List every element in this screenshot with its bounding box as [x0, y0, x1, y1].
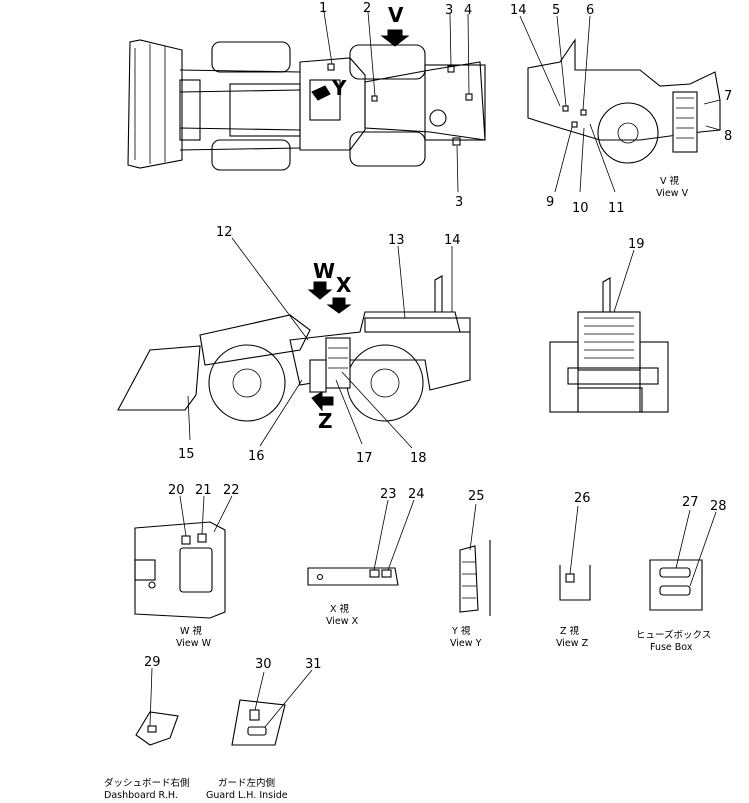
callout-18: 18 — [410, 451, 427, 466]
side-view-loader: W X Z 12 13 14 15 16 17 18 — [117, 225, 471, 466]
dashboard-caption-jp: ダッシュボード右側 — [104, 777, 190, 789]
callout-9: 9 — [546, 195, 554, 210]
guard-caption-en: Guard L.H. Inside — [206, 790, 288, 801]
fuse-box-caption-jp: ヒューズボックス — [636, 629, 711, 641]
view-z-drawing: 26 Z 視 View Z — [556, 491, 591, 649]
fuse-box-caption-en: Fuse Box — [650, 642, 693, 653]
callout-12: 12 — [216, 225, 233, 240]
view-letter-z: Z — [318, 409, 333, 433]
view-z-caption-en: View Z — [556, 638, 589, 649]
view-w-caption-jp: W 視 — [180, 625, 202, 637]
callout-22: 22 — [223, 483, 240, 498]
callout-20: 20 — [168, 483, 185, 498]
guard-lh-drawing: 30 31 ガード左内側 Guard L.H. Inside — [206, 657, 322, 801]
callout-15: 15 — [178, 447, 195, 462]
view-z-caption-jp: Z 視 — [560, 625, 580, 637]
callout-16: 16 — [248, 449, 265, 464]
view-y-caption-jp: Y 視 — [451, 625, 471, 637]
callout-24: 24 — [408, 487, 425, 502]
rear-view-loader: 19 — [549, 237, 669, 413]
callout-11: 11 — [608, 201, 625, 216]
callout-3-top: 3 — [445, 3, 453, 18]
callout-10: 10 — [572, 201, 589, 216]
callout-4: 4 — [464, 3, 472, 18]
view-v-caption-jp: V 視 — [660, 175, 680, 187]
callout-25: 25 — [468, 489, 485, 504]
callout-3-bottom: 3 — [455, 195, 463, 210]
view-w-caption-en: View W — [176, 638, 212, 649]
top-view-loader: Y V — [127, 3, 486, 193]
callout-26: 26 — [574, 491, 591, 506]
dashboard-rh-drawing: 29 ダッシュボード右側 Dashboard R.H. — [104, 655, 190, 801]
callout-29: 29 — [144, 655, 161, 670]
view-v-caption-en: View V — [656, 188, 689, 199]
view-letter-x: X — [336, 273, 352, 297]
callout-6: 6 — [586, 3, 594, 18]
view-v-drawing: 14 5 6 7 8 9 10 11 V 視 View V — [510, 3, 732, 216]
callout-31: 31 — [305, 657, 322, 672]
callout-23: 23 — [380, 487, 397, 502]
callout-14-side: 14 — [444, 233, 461, 248]
callout-30: 30 — [255, 657, 272, 672]
view-letter-y-top: Y — [331, 76, 347, 100]
callout-7: 7 — [724, 89, 732, 104]
guard-caption-jp: ガード左内側 — [218, 777, 275, 789]
callout-2: 2 — [363, 1, 371, 16]
fuse-box-drawing: 27 28 ヒューズボックス Fuse Box — [636, 495, 727, 653]
view-x-caption-jp: X 視 — [330, 603, 350, 615]
view-y-caption-en: View Y — [450, 638, 482, 649]
callout-13: 13 — [388, 233, 405, 248]
callout-21: 21 — [195, 483, 212, 498]
callout-14-v: 14 — [510, 3, 527, 18]
callout-27: 27 — [682, 495, 699, 510]
view-x-caption-en: View X — [326, 616, 359, 627]
callout-8: 8 — [724, 129, 732, 144]
top-view-callouts: 1 2 3 4 3 — [319, 1, 472, 210]
callout-19: 19 — [628, 237, 645, 252]
dashboard-caption-en: Dashboard R.H. — [104, 790, 178, 801]
view-letter-w: W — [313, 259, 335, 283]
view-x-drawing: 23 24 X 視 View X — [307, 487, 425, 627]
view-letter-v: V — [388, 3, 404, 27]
callout-17: 17 — [356, 451, 373, 466]
callout-5: 5 — [552, 3, 560, 18]
callout-28: 28 — [710, 499, 727, 514]
view-w-drawing: 20 21 22 W 視 View W — [134, 483, 240, 649]
callout-1: 1 — [319, 1, 327, 16]
view-y-drawing: 25 Y 視 View Y — [450, 489, 491, 649]
